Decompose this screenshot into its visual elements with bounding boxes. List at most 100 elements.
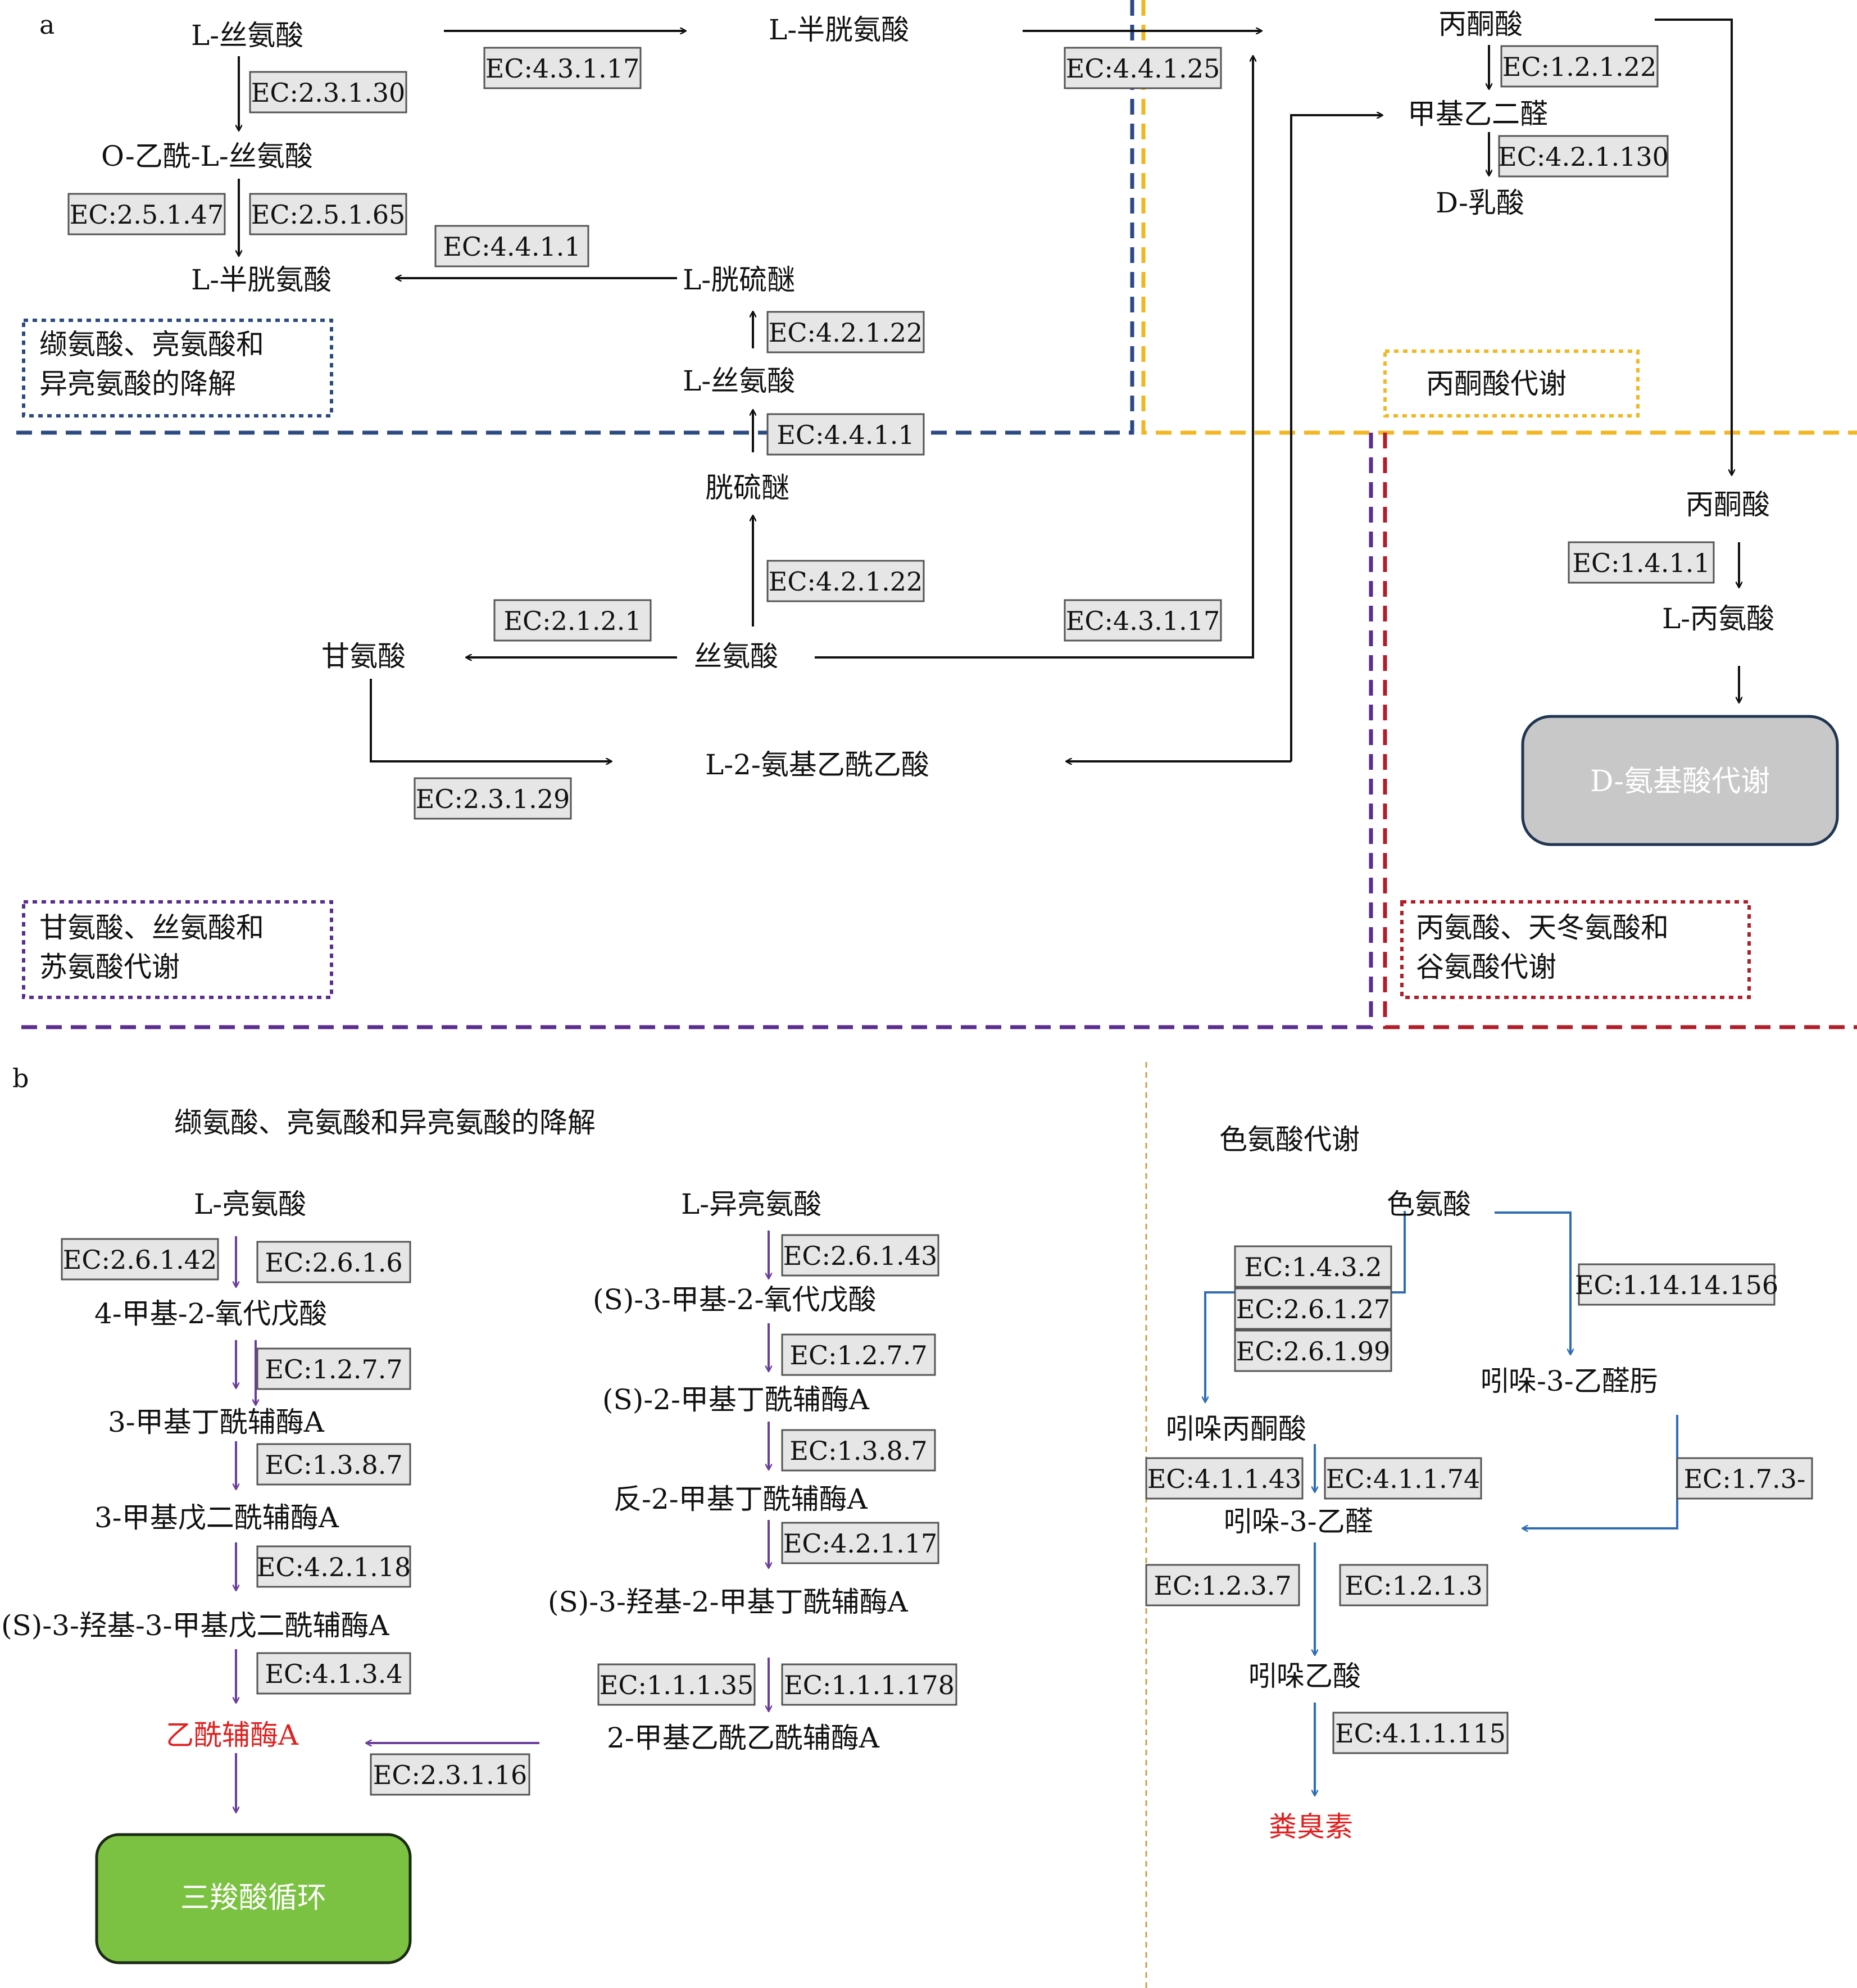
bcaa-region-label-2: 异亮氨酸的降解	[39, 367, 236, 400]
node-l-alanine: L-丙氨酸	[1662, 602, 1774, 635]
ec-box: EC:1.2.1.3	[1345, 1571, 1482, 1601]
ec-box: EC:1.1.1.178	[784, 1670, 955, 1700]
glycine-region-label-2: 苏氨酸代谢	[39, 951, 180, 983]
d-amino-acid-metabolism-label: D-氨基酸代谢	[1590, 765, 1770, 798]
node-o-acetyl-serine: O-乙酰-L-丝氨酸	[101, 140, 313, 173]
ec-box: EC:1.2.7.7	[265, 1354, 402, 1385]
isoleucine-ec-boxes: EC:2.6.1.43 EC:1.2.7.7 EC:1.3.8.7 EC:4.2…	[370, 1234, 957, 1796]
isoleucine-node: L-异亮氨酸	[681, 1188, 821, 1220]
ec-box: EC:4.1.1.74	[1326, 1464, 1480, 1494]
ec-box: EC:2.1.2.1	[503, 606, 641, 636]
glycine-region-label-1: 甘氨酸、丝氨酸和	[39, 911, 264, 944]
tryptophan-node: 吲哚乙酸	[1248, 1660, 1361, 1692]
glycine-region-boundary	[20, 433, 1373, 1029]
bcaa-region-boundary	[14, 0, 1134, 435]
ec-box: EC:4.1.1.43	[1147, 1464, 1301, 1494]
ec-box: EC:4.4.1.1	[777, 420, 914, 450]
ec-box: EC:4.2.1.18	[257, 1552, 411, 1582]
ec-box: EC:2.6.1.43	[783, 1241, 937, 1271]
ec-box: EC:4.3.1.17	[1066, 606, 1220, 636]
tryptophan-arrows	[1205, 1211, 1678, 1795]
tryptophan-node: 吲哚-3-乙醛	[1224, 1505, 1373, 1538]
pyruvate-region-box	[1383, 350, 1640, 417]
bcaa-region-label-1: 缬氨酸、亮氨酸和	[39, 328, 264, 361]
alanine-region-label-2: 谷氨酸代谢	[1416, 951, 1556, 983]
tryptophan-node: 吲哚丙酮酸	[1166, 1413, 1306, 1445]
panel-a-arrows	[239, 19, 1739, 761]
ec-box: EC:4.1.1.115	[1335, 1718, 1506, 1749]
leucine-node: 3-甲基戊二酰辅酶A	[94, 1501, 339, 1534]
isoleucine-node: (S)-3-羟基-2-甲基丁酰辅酶A	[548, 1586, 908, 1618]
node-glycine: 甘氨酸	[321, 640, 406, 673]
glycine-region-box	[22, 900, 333, 999]
tryptophan-node: 吲哚-3-乙醛肟	[1481, 1365, 1658, 1397]
leucine-node: 3-甲基丁酰辅酶A	[108, 1406, 325, 1438]
node-pyruvate-top: 丙酮酸	[1438, 8, 1523, 40]
ec-box: EC:4.1.3.4	[265, 1659, 402, 1689]
pyruvate-region-label: 丙酮酸代谢	[1426, 367, 1567, 400]
ec-box: EC:4.4.1.25	[1066, 53, 1220, 84]
isoleucine-node: (S)-2-甲基丁酰辅酶A	[602, 1383, 870, 1416]
leucine-node: 4-甲基-2-氧代戊酸	[94, 1297, 327, 1330]
node-methylglyoxal: 甲基乙二醛	[1407, 98, 1548, 130]
region-boundaries	[14, 0, 1857, 1029]
panel-b-left-title: 缬氨酸、亮氨酸和异亮氨酸的降解	[174, 1106, 596, 1139]
d-amino-acid-metabolism-box	[1521, 715, 1839, 846]
acetyl-coa-node: 乙酰辅酶A	[166, 1719, 299, 1751]
ec-box: EC:1.7.3-	[1684, 1464, 1806, 1494]
ec-box: EC:2.3.1.16	[373, 1760, 527, 1790]
node-l-serine-top: L-丝氨酸	[191, 19, 303, 52]
isoleucine-node: 反-2-甲基丁酰辅酶A	[614, 1483, 868, 1515]
ec-box: EC:1.4.1.1	[1572, 548, 1710, 578]
alanine-region-label-1: 丙氨酸、天冬氨酸和	[1416, 911, 1669, 944]
leucine-node: (S)-3-羟基-3-甲基戊二酰辅酶A	[1, 1609, 389, 1642]
ec-box: EC:1.1.1.35	[600, 1670, 753, 1700]
ec-box: EC:4.2.1.22	[769, 317, 923, 348]
ec-box: EC:2.5.1.47	[70, 199, 224, 230]
tca-cycle-box	[95, 1833, 412, 1964]
node-l-serine-mid: L-丝氨酸	[683, 365, 795, 397]
ec-box: EC:4.2.1.17	[783, 1528, 937, 1559]
alanine-region-boundary	[1383, 433, 1857, 1029]
pyruvate-region-boundary	[1141, 0, 1857, 435]
node-d-lactate: D-乳酸	[1436, 187, 1524, 219]
panel-label-a: a	[39, 10, 55, 40]
tca-cycle-label: 三羧酸循环	[180, 1881, 326, 1915]
ec-box: EC:1.14.14.156	[1575, 1270, 1778, 1300]
ec-box: EC:4.4.1.1	[443, 232, 580, 262]
skatole-node: 粪臭素	[1269, 1810, 1353, 1843]
panel-b-right-title: 色氨酸代谢	[1219, 1123, 1360, 1156]
ec-box: EC:2.6.1.27	[1236, 1294, 1390, 1324]
node-l2-amino-acetoacetate: L-2-氨基乙酰乙酸	[705, 748, 929, 781]
ec-box: EC:1.2.3.7	[1154, 1571, 1291, 1601]
ec-box: EC:4.3.1.17	[485, 53, 639, 84]
ec-box: EC:2.6.1.99	[1236, 1336, 1390, 1367]
ec-box: EC:1.4.3.2	[1244, 1252, 1382, 1282]
node-pyruvate-right: 丙酮酸	[1686, 488, 1770, 521]
ec-box: EC:1.3.8.7	[789, 1436, 927, 1466]
ec-box: EC:2.3.1.30	[251, 78, 405, 108]
bcaa-region-box	[22, 319, 333, 417]
isoleucine-node: 2-甲基乙酰乙酰辅酶A	[607, 1722, 880, 1754]
ec-box: EC:2.6.1.42	[63, 1245, 217, 1275]
leucine-node: L-亮氨酸	[194, 1188, 306, 1220]
isoleucine-node: (S)-3-甲基-2-氧代戊酸	[593, 1283, 876, 1316]
tryptophan-ec-boxes: EC:1.4.3.2 EC:2.6.1.27 EC:2.6.1.99 EC:1.…	[1145, 1245, 1813, 1754]
ec-box: EC:2.3.1.29	[416, 784, 570, 814]
node-serine: 丝氨酸	[694, 640, 778, 673]
ec-box: EC:1.2.7.7	[789, 1340, 927, 1370]
panel-label-b: b	[12, 1063, 29, 1093]
ec-box: EC:2.6.1.6	[265, 1247, 402, 1278]
leucine-isoleucine-arrows	[236, 1231, 769, 1812]
ec-box: EC:1.2.1.22	[1502, 52, 1656, 82]
leucine-ec-boxes: EC:2.6.1.42 EC:2.6.1.6 EC:1.2.7.7 EC:1.3…	[61, 1238, 411, 1695]
panel-a-ec-boxes: EC:4.3.1.17 EC:4.4.1.25 EC:2.3.1.30 EC:1…	[67, 45, 1715, 820]
tryptophan-node: 色氨酸	[1387, 1188, 1471, 1220]
ec-box: EC:1.3.8.7	[265, 1450, 402, 1480]
node-l-cystathionine: L-胱硫醚	[683, 264, 795, 296]
node-l-cysteine-top: L-半胱氨酸	[769, 13, 909, 46]
node-l-cysteine-mid: L-半胱氨酸	[191, 264, 332, 296]
ec-box: EC:2.5.1.65	[251, 199, 405, 230]
